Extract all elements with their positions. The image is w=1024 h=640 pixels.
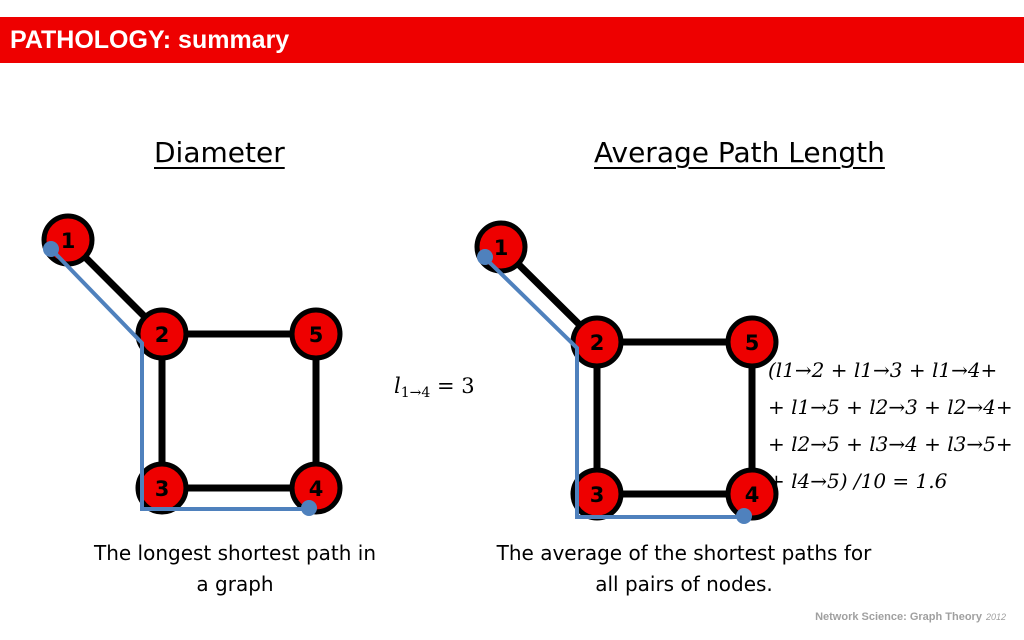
apl-caption-line-2: all pairs of nodes. bbox=[595, 572, 773, 596]
apl-caption: The average of the shortest paths for al… bbox=[484, 538, 884, 600]
apl-formula-line-2: + l1→5 + l2→3 + l2→4+ bbox=[768, 395, 1013, 419]
node-2 bbox=[135, 307, 189, 361]
node-label-1: 1 bbox=[494, 236, 509, 260]
node-4 bbox=[725, 467, 779, 521]
node-label-3: 3 bbox=[590, 483, 605, 507]
diameter-title: Diameter bbox=[154, 136, 285, 169]
header-bar: PATHOLOGY: summary bbox=[0, 17, 1024, 63]
node-label-5: 5 bbox=[745, 331, 760, 355]
average-path-length-title: Average Path Length bbox=[594, 136, 885, 169]
node-label-5: 5 bbox=[309, 323, 324, 347]
node-5 bbox=[289, 307, 343, 361]
footer-year: 2012 bbox=[985, 612, 1006, 622]
node-4 bbox=[289, 461, 343, 515]
node-label-1: 1 bbox=[61, 229, 76, 253]
diameter-path bbox=[49, 247, 309, 511]
diameter-caption-line-2: a graph bbox=[196, 572, 274, 596]
apl-path bbox=[482, 255, 745, 519]
diameter-formula: l1→4 = 3 bbox=[394, 374, 475, 401]
slide-title: PATHOLOGY: summary bbox=[10, 26, 290, 54]
node-label-4: 4 bbox=[745, 483, 760, 507]
node-label-3: 3 bbox=[155, 477, 170, 501]
apl-formula-line-4: + l4→5) /10 = 1.6 bbox=[768, 469, 948, 493]
node-label-2: 2 bbox=[590, 331, 605, 355]
diameter-caption: The longest shortest path in a graph bbox=[80, 538, 390, 600]
path-start-dot bbox=[43, 241, 59, 257]
apl-formula-line-1: (l1→2 + l1→3 + l1→4+ bbox=[768, 358, 998, 382]
footer-title: Network Science: Graph Theory bbox=[815, 611, 982, 623]
path-end-dot bbox=[736, 508, 752, 524]
node-3 bbox=[135, 461, 189, 515]
apl-formula-line-3: + l2→5 + l3→4 + l3→5+ bbox=[768, 432, 1013, 456]
apl-formula: (l1→2 + l1→3 + l1→4+ + l1→5 + l2→3 + l2→… bbox=[768, 352, 1013, 500]
node-5 bbox=[725, 315, 779, 369]
path-end-dot bbox=[301, 500, 317, 516]
diameter-caption-line-1: The longest shortest path in bbox=[93, 541, 377, 565]
node-label-2: 2 bbox=[155, 323, 170, 347]
node-label-4: 4 bbox=[309, 477, 324, 501]
path-start-dot bbox=[477, 249, 493, 265]
diameter-graph: 1 2 5 3 4 bbox=[41, 213, 343, 516]
apl-graph: 1 2 5 3 4 bbox=[474, 220, 779, 524]
apl-caption-line-1: The average of the shortest paths for bbox=[496, 541, 872, 565]
